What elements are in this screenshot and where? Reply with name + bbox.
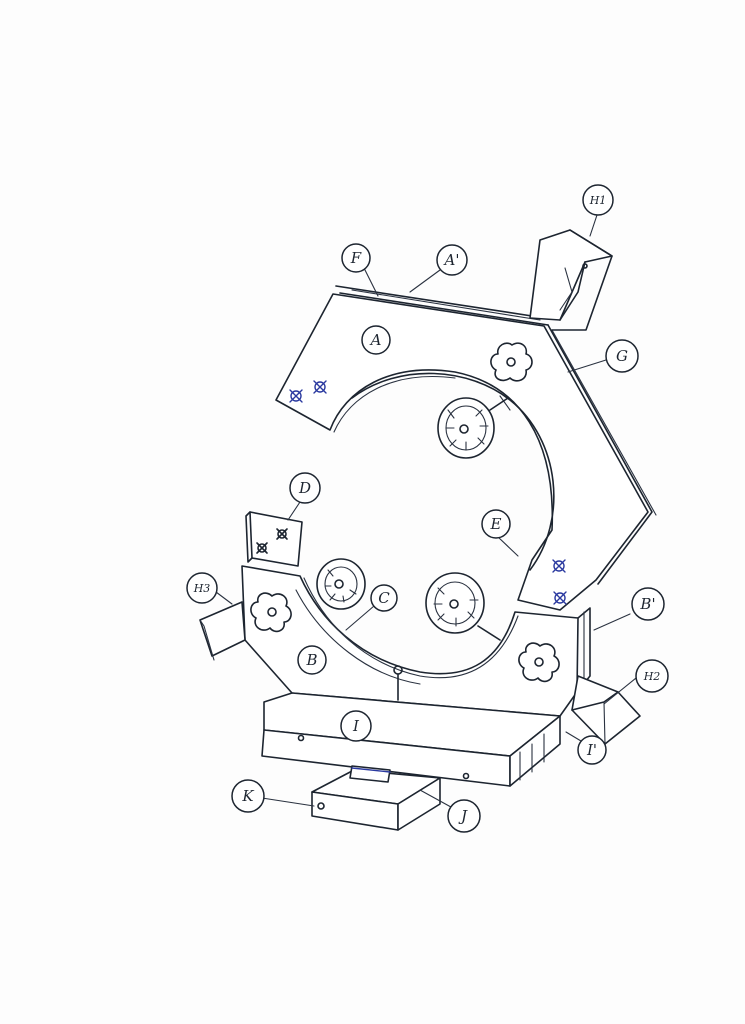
label-b-prime: B' xyxy=(631,587,665,621)
label-h3-text: H3 xyxy=(193,582,211,595)
label-b: B xyxy=(297,645,327,675)
label-g: G xyxy=(605,339,639,373)
bolt-d-1 xyxy=(256,542,268,554)
label-i-prime: I' xyxy=(577,735,607,765)
bolt-a-left-1 xyxy=(289,389,303,403)
bolt-a-right-2 xyxy=(553,591,567,605)
label-a-prime: A' xyxy=(436,244,468,276)
label-i-prime-text: I' xyxy=(586,741,597,759)
label-i-text: I xyxy=(352,717,360,735)
label-a-prime-text: A' xyxy=(443,251,460,269)
label-d-text: D xyxy=(298,479,311,497)
label-h2-text: H2 xyxy=(643,670,661,683)
label-e: E xyxy=(481,509,511,539)
ring-drum xyxy=(351,372,555,571)
label-a-text: A xyxy=(369,331,382,349)
roller-bottom-right xyxy=(425,572,501,641)
label-h1-text: H1 xyxy=(589,194,607,207)
knob-b-left-icon xyxy=(250,592,292,633)
label-g-text: G xyxy=(616,347,628,365)
roller-top xyxy=(437,397,509,459)
lower-plate-b xyxy=(241,565,591,717)
bolt-d-2 xyxy=(276,528,288,540)
label-b-text: B xyxy=(305,651,317,669)
label-e-text: E xyxy=(490,515,502,533)
label-f-text: F xyxy=(350,249,362,267)
label-f: F xyxy=(341,243,371,273)
support-arm-h1 xyxy=(529,229,613,331)
label-h1: H1 xyxy=(582,184,614,216)
knob-b-right-icon xyxy=(518,642,560,683)
label-d: D xyxy=(289,472,321,504)
leader-lines xyxy=(215,211,637,813)
arm-h2 xyxy=(571,675,641,745)
label-k-text: K xyxy=(241,787,254,805)
label-c: C xyxy=(370,584,398,612)
motor-box xyxy=(311,765,441,831)
label-j: J xyxy=(447,799,481,833)
label-c-text: C xyxy=(378,589,390,607)
bracket-d xyxy=(245,511,303,567)
label-h3: H3 xyxy=(186,572,218,604)
label-b-prime-text: B' xyxy=(639,595,655,613)
arm-h3 xyxy=(199,601,246,661)
bolt-a-right-1 xyxy=(552,559,566,573)
bolt-a-left-2 xyxy=(313,380,327,394)
label-k: K xyxy=(231,779,265,813)
label-a: A xyxy=(361,325,391,355)
knob-a-icon xyxy=(490,342,533,382)
label-h2: H2 xyxy=(635,659,669,693)
label-i: I xyxy=(340,710,372,742)
label-j-text: J xyxy=(458,807,468,825)
roller-bottom-left xyxy=(316,558,366,610)
base-plate-i xyxy=(261,692,561,787)
